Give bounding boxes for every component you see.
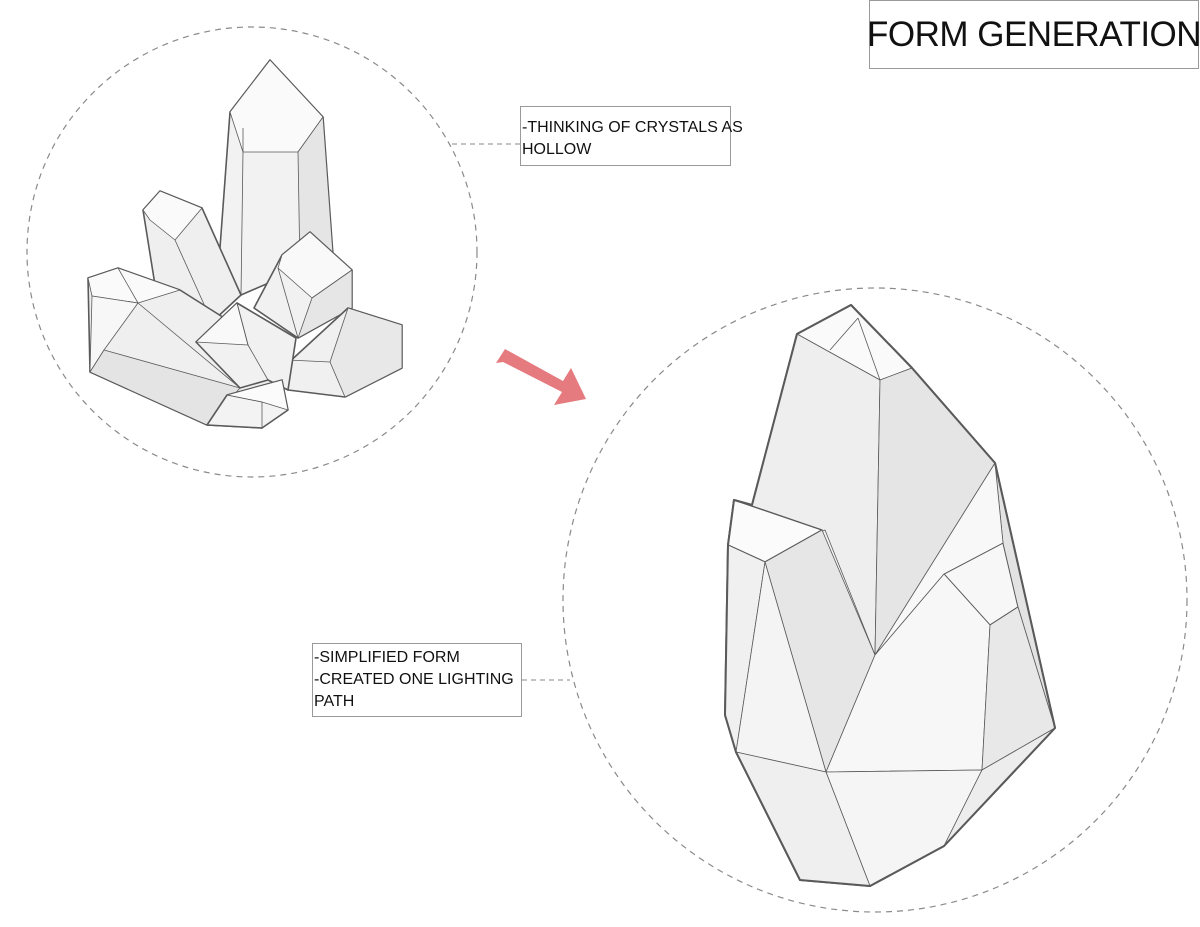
middle-crystal <box>195 302 297 391</box>
right-wide-crystal <box>285 307 403 398</box>
note-simplified-line-2: -CREATED ONE LIGHTING <box>314 671 514 688</box>
page-title: FORM GENERATION <box>866 14 1200 54</box>
crystal-cluster-illustration <box>87 59 403 429</box>
note-simplified-line-1: -SIMPLIFIED FORM <box>314 649 460 666</box>
note-hollow-line-2: HOLLOW <box>522 141 592 158</box>
front-crystal <box>206 379 289 429</box>
simplified-crystal-circle <box>562 287 1188 913</box>
lying-crystal <box>87 267 286 429</box>
note-simplified-form: -SIMPLIFIED FORM -CREATED ONE LIGHTING P… <box>312 643 522 717</box>
right-small-crystal <box>253 231 353 339</box>
title-box: FORM GENERATION <box>866 0 1200 69</box>
transition-arrow <box>496 349 586 405</box>
note-simplified-line-3: PATH <box>314 693 355 710</box>
simplified-crystal-illustration <box>724 304 1056 887</box>
note-hollow-crystals: -THINKING OF CRYSTALS AS HOLLOW <box>520 106 743 166</box>
crystal-cluster-circle <box>26 26 478 478</box>
note-hollow-line-1: -THINKING OF CRYSTALS AS <box>522 119 743 136</box>
